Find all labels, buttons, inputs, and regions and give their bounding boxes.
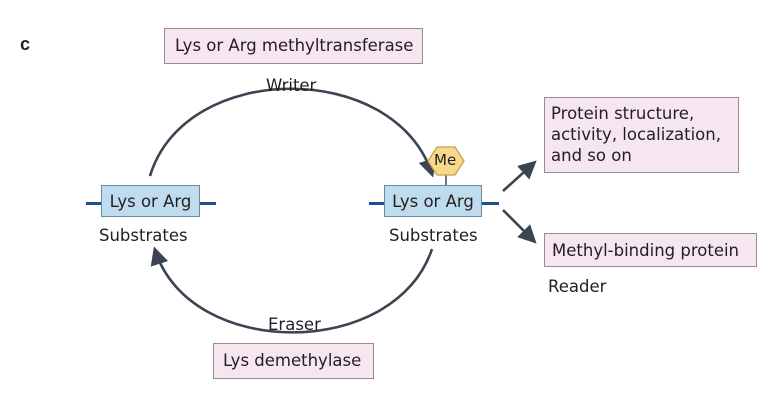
methyl-binding-box: Methyl-binding protein bbox=[544, 233, 757, 267]
right-substrate-box: Lys or Arg bbox=[384, 185, 482, 217]
left-substrate-label: Lys or Arg bbox=[109, 191, 192, 211]
left-substrates-caption: Substrates bbox=[99, 226, 188, 245]
methyltransferase-label: Lys or Arg methyltransferase bbox=[175, 36, 414, 55]
eraser-arc bbox=[150, 246, 434, 334]
demethylase-label: Lys demethylase bbox=[223, 351, 362, 370]
right-chain-stub-right bbox=[481, 202, 499, 205]
effects-line-2: activity, localization, bbox=[551, 125, 721, 144]
methyl-mark-label: Me bbox=[434, 151, 457, 169]
right-substrates-caption: Substrates bbox=[389, 226, 478, 245]
left-chain-stub-left bbox=[86, 202, 102, 205]
left-substrate-box: Lys or Arg bbox=[101, 185, 200, 217]
left-chain-stub-right bbox=[199, 202, 216, 205]
effects-line-3: and so on bbox=[551, 146, 632, 165]
eraser-label: Eraser bbox=[268, 315, 321, 334]
methyl-mark-hexagon bbox=[427, 146, 465, 176]
panel-label: c bbox=[20, 34, 31, 54]
effects-line-1: Protein structure, bbox=[551, 104, 695, 123]
right-substrate-label: Lys or Arg bbox=[392, 191, 474, 211]
effects-arrow bbox=[502, 160, 537, 192]
binding-arrow bbox=[502, 209, 537, 244]
methyltransferase-box: Lys or Arg methyltransferase bbox=[164, 28, 423, 64]
demethylase-box: Lys demethylase bbox=[213, 343, 374, 379]
right-chain-stub-left bbox=[369, 202, 385, 205]
writer-arc bbox=[148, 87, 437, 178]
writer-label: Writer bbox=[266, 76, 317, 95]
methyl-binding-label: Methyl-binding protein bbox=[552, 241, 740, 260]
reader-label: Reader bbox=[548, 277, 607, 296]
effects-box: Protein structure, activity, localizatio… bbox=[544, 97, 739, 173]
